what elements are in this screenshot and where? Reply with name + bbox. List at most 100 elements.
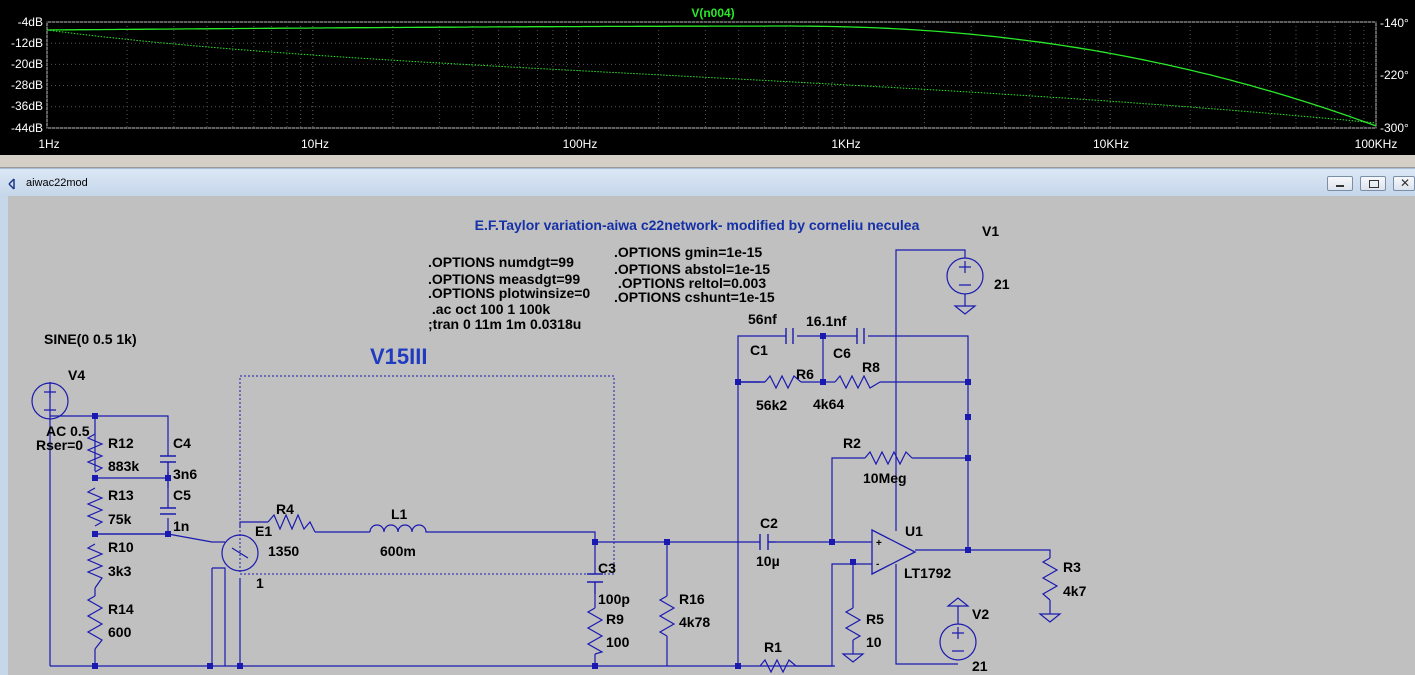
label-r16[interactable]: R16 <box>679 591 705 607</box>
schematic-canvas[interactable]: + - E.F.Taylor variation-aiwa c22network… <box>0 196 1415 675</box>
y-left-tick: -20dB <box>11 57 43 71</box>
label-v4[interactable]: V4 <box>68 367 85 383</box>
directive[interactable]: .OPTIONS reltol=0.003 <box>614 275 766 291</box>
pane-splitter[interactable] <box>0 155 1415 168</box>
directive[interactable]: .OPTIONS measdgt=99 <box>428 271 580 287</box>
label-r1[interactable]: R1 <box>764 639 782 655</box>
y-left-tick: -36dB <box>11 99 43 113</box>
close-icon: ✕ <box>1400 176 1411 190</box>
value-c1[interactable]: 56nf <box>748 311 777 327</box>
value-r5[interactable]: 10 <box>866 634 882 650</box>
y-left-tick: -4dB <box>18 15 43 29</box>
label-r8[interactable]: R8 <box>862 359 880 375</box>
value-r10[interactable]: 3k3 <box>108 563 132 579</box>
value-r9[interactable]: 100 <box>606 634 630 650</box>
value-r13[interactable]: 75k <box>108 511 132 527</box>
directive[interactable]: .OPTIONS numdgt=99 <box>428 254 574 270</box>
minimize-icon <box>1336 185 1344 187</box>
value-c4[interactable]: 3n6 <box>173 466 197 482</box>
y-right-tick: -140° <box>1380 16 1409 30</box>
y-left-tick: -44dB <box>11 121 43 135</box>
label-c6[interactable]: C6 <box>833 345 851 361</box>
trace-name[interactable]: V(n004) <box>691 6 734 20</box>
y-left-tick: -28dB <box>11 78 43 92</box>
value-c2[interactable]: 10µ <box>756 553 780 569</box>
restore-icon <box>1369 180 1379 188</box>
inductor-l1[interactable] <box>369 524 430 533</box>
label-r6[interactable]: R6 <box>796 366 814 382</box>
label-c1[interactable]: C1 <box>750 342 768 358</box>
label-r2[interactable]: R2 <box>843 435 861 451</box>
y-right-tick: -220° <box>1380 68 1409 82</box>
magnitude-trace[interactable] <box>46 25 1377 127</box>
opamp-minus: - <box>876 559 879 570</box>
opamp-u1[interactable] <box>871 528 917 576</box>
waveform-plot[interactable]: V(n004) -4dB -12dB -20dB -28dB -36dB -44… <box>0 0 1415 155</box>
label-r10[interactable]: R10 <box>108 539 134 555</box>
value-u1[interactable]: LT1792 <box>904 565 951 581</box>
label-c2[interactable]: C2 <box>760 515 778 531</box>
plot-canvas[interactable]: V(n004) -4dB -12dB -20dB -28dB -36dB -44… <box>0 0 1415 155</box>
value-r16[interactable]: 4k78 <box>679 614 710 630</box>
phase-trace[interactable] <box>46 29 1377 124</box>
value-r2[interactable]: 10Meg <box>863 470 907 486</box>
value-r12[interactable]: 883k <box>108 458 139 474</box>
label-r4[interactable]: R4 <box>276 501 294 517</box>
directive[interactable]: ;tran 0 11m 1m 0.0318u <box>428 316 581 332</box>
label-r12[interactable]: R12 <box>108 435 134 451</box>
directive[interactable]: .OPTIONS cshunt=1e-15 <box>614 289 775 305</box>
capacitors <box>160 328 865 594</box>
source-rser[interactable]: Rser=0 <box>36 437 83 453</box>
value-e1[interactable]: 1 <box>256 575 264 591</box>
schematic-title[interactable]: E.F.Taylor variation-aiwa c22network- mo… <box>475 217 920 233</box>
label-r14[interactable]: R14 <box>108 601 134 617</box>
value-r8[interactable]: 4k64 <box>813 396 844 412</box>
label-e1[interactable]: E1 <box>255 523 272 539</box>
value-c6[interactable]: 16.1nf <box>806 313 847 329</box>
label-r13[interactable]: R13 <box>108 487 134 503</box>
label-v2[interactable]: V2 <box>972 606 989 622</box>
schematic-icon <box>8 178 15 190</box>
window-titlebar[interactable]: aiwac22mod ✕ <box>0 168 1415 197</box>
directive[interactable]: .OPTIONS plotwinsize=0 <box>428 285 590 301</box>
y-right-tick: -300° <box>1380 121 1409 135</box>
value-r6[interactable]: 56k2 <box>756 397 787 413</box>
x-tick: 10Hz <box>301 137 329 151</box>
box-label[interactable]: V15III <box>370 344 427 369</box>
restore-button[interactable] <box>1360 176 1386 191</box>
label-v1[interactable]: V1 <box>982 223 999 239</box>
value-l1[interactable]: 600m <box>380 543 416 559</box>
value-v2[interactable]: 21 <box>972 658 988 674</box>
close-button[interactable]: ✕ <box>1393 176 1415 191</box>
label-l1[interactable]: L1 <box>391 506 408 522</box>
x-tick: 1Hz <box>38 137 59 151</box>
wires <box>49 249 1051 667</box>
x-tick: 10KHz <box>1093 137 1129 151</box>
directives-right[interactable]: .OPTIONS gmin=1e-15 .OPTIONS abstol=1e-1… <box>614 244 775 305</box>
directive[interactable]: .ac oct 100 1 100k <box>428 301 550 317</box>
value-r3[interactable]: 4k7 <box>1063 583 1087 599</box>
label-c4[interactable]: C4 <box>173 435 191 451</box>
minimize-button[interactable] <box>1327 176 1353 191</box>
label-c3[interactable]: C3 <box>598 560 616 576</box>
directives-left[interactable]: .OPTIONS numdgt=99 .OPTIONS measdgt=99 .… <box>428 254 590 332</box>
directive[interactable]: .OPTIONS abstol=1e-15 <box>614 261 770 277</box>
value-v1[interactable]: 21 <box>994 276 1010 292</box>
label-r3[interactable]: R3 <box>1063 559 1081 575</box>
value-r14[interactable]: 600 <box>108 624 132 640</box>
directive[interactable]: .OPTIONS gmin=1e-15 <box>614 244 762 260</box>
label-r5[interactable]: R5 <box>866 611 884 627</box>
schematic-area[interactable] <box>0 196 1415 675</box>
label-r9[interactable]: R9 <box>606 611 624 627</box>
label-c5[interactable]: C5 <box>173 487 191 503</box>
x-tick: 100Hz <box>563 137 598 151</box>
plot-frame <box>46 21 1377 129</box>
label-u1[interactable]: U1 <box>905 523 923 539</box>
value-c5[interactable]: 1n <box>173 518 189 534</box>
v15iii-box[interactable] <box>239 375 615 575</box>
source-spec[interactable]: SINE(0 0.5 1k) <box>44 331 137 347</box>
source-ac[interactable]: AC 0.5 <box>46 423 90 439</box>
value-r4[interactable]: 1350 <box>268 543 299 559</box>
window-title: aiwac22mod <box>26 177 88 189</box>
value-c3[interactable]: 100p <box>598 591 630 607</box>
